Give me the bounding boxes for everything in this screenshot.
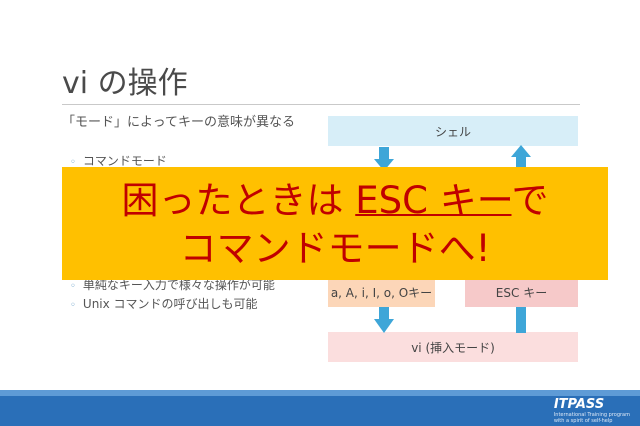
footer-stripe bbox=[0, 390, 640, 396]
bullet-label: 単純なキー入力で様々な操作が可能 bbox=[82, 278, 275, 292]
up-arrow-stem bbox=[516, 307, 526, 333]
esc-key-label: ESC キー bbox=[495, 285, 548, 300]
bullet-unix-commands: ◦ Unix コマンドの呼び出しも可能 bbox=[70, 295, 258, 312]
shell-box: シェル bbox=[328, 116, 578, 146]
esc-callout-banner: 困ったときは ESC キーで コマンドモードへ! bbox=[62, 167, 608, 280]
shell-label: シェル bbox=[434, 124, 471, 139]
bullet-label: コマンドモード bbox=[82, 154, 167, 168]
callout-line1-pre: 困ったときは bbox=[121, 179, 356, 222]
callout-line-1: 困ったときは ESC キーで bbox=[62, 177, 608, 225]
bullet-label: Unix コマンドの呼び出しも可能 bbox=[82, 297, 258, 311]
bullet-simple-keys: ◦ 単純なキー入力で様々な操作が可能 bbox=[70, 276, 275, 293]
logo-tagline-2: with a spirit of self-help bbox=[553, 418, 613, 424]
itpass-logo: ITPASS International Training program wi… bbox=[553, 397, 630, 425]
insert-mode-box: vi (挿入モード) bbox=[328, 332, 578, 362]
bullet-circle-icon: ◦ bbox=[70, 157, 76, 168]
slide-title: vi の操作 bbox=[62, 66, 188, 101]
esc-key-box: ESC キー bbox=[465, 277, 578, 307]
insert-keys-label: a, A, i, I, o, Oキー bbox=[330, 285, 433, 300]
bullet-circle-icon: ◦ bbox=[70, 281, 76, 292]
callout-line1-post: で bbox=[511, 179, 549, 222]
insert-keys-box: a, A, i, I, o, Oキー bbox=[328, 277, 435, 307]
bullet-command-mode: ◦ コマンドモード bbox=[70, 152, 167, 169]
down-arrow-icon bbox=[374, 147, 394, 171]
footer-bar bbox=[0, 396, 640, 426]
logo-tagline-1: International Training program bbox=[553, 412, 630, 418]
logo-name: ITPASS bbox=[553, 397, 605, 412]
up-arrow-icon bbox=[511, 145, 531, 171]
intro-text: 「モード」によってキーの意味が異なる bbox=[62, 115, 295, 130]
callout-esc-key: ESC キー bbox=[355, 179, 512, 222]
callout-line-2: コマンドモードへ! bbox=[179, 227, 491, 270]
insert-mode-label: vi (挿入モード) bbox=[411, 340, 495, 355]
down-arrow-icon bbox=[374, 307, 394, 333]
bullet-circle-icon: ◦ bbox=[70, 300, 76, 311]
title-divider bbox=[62, 104, 580, 105]
